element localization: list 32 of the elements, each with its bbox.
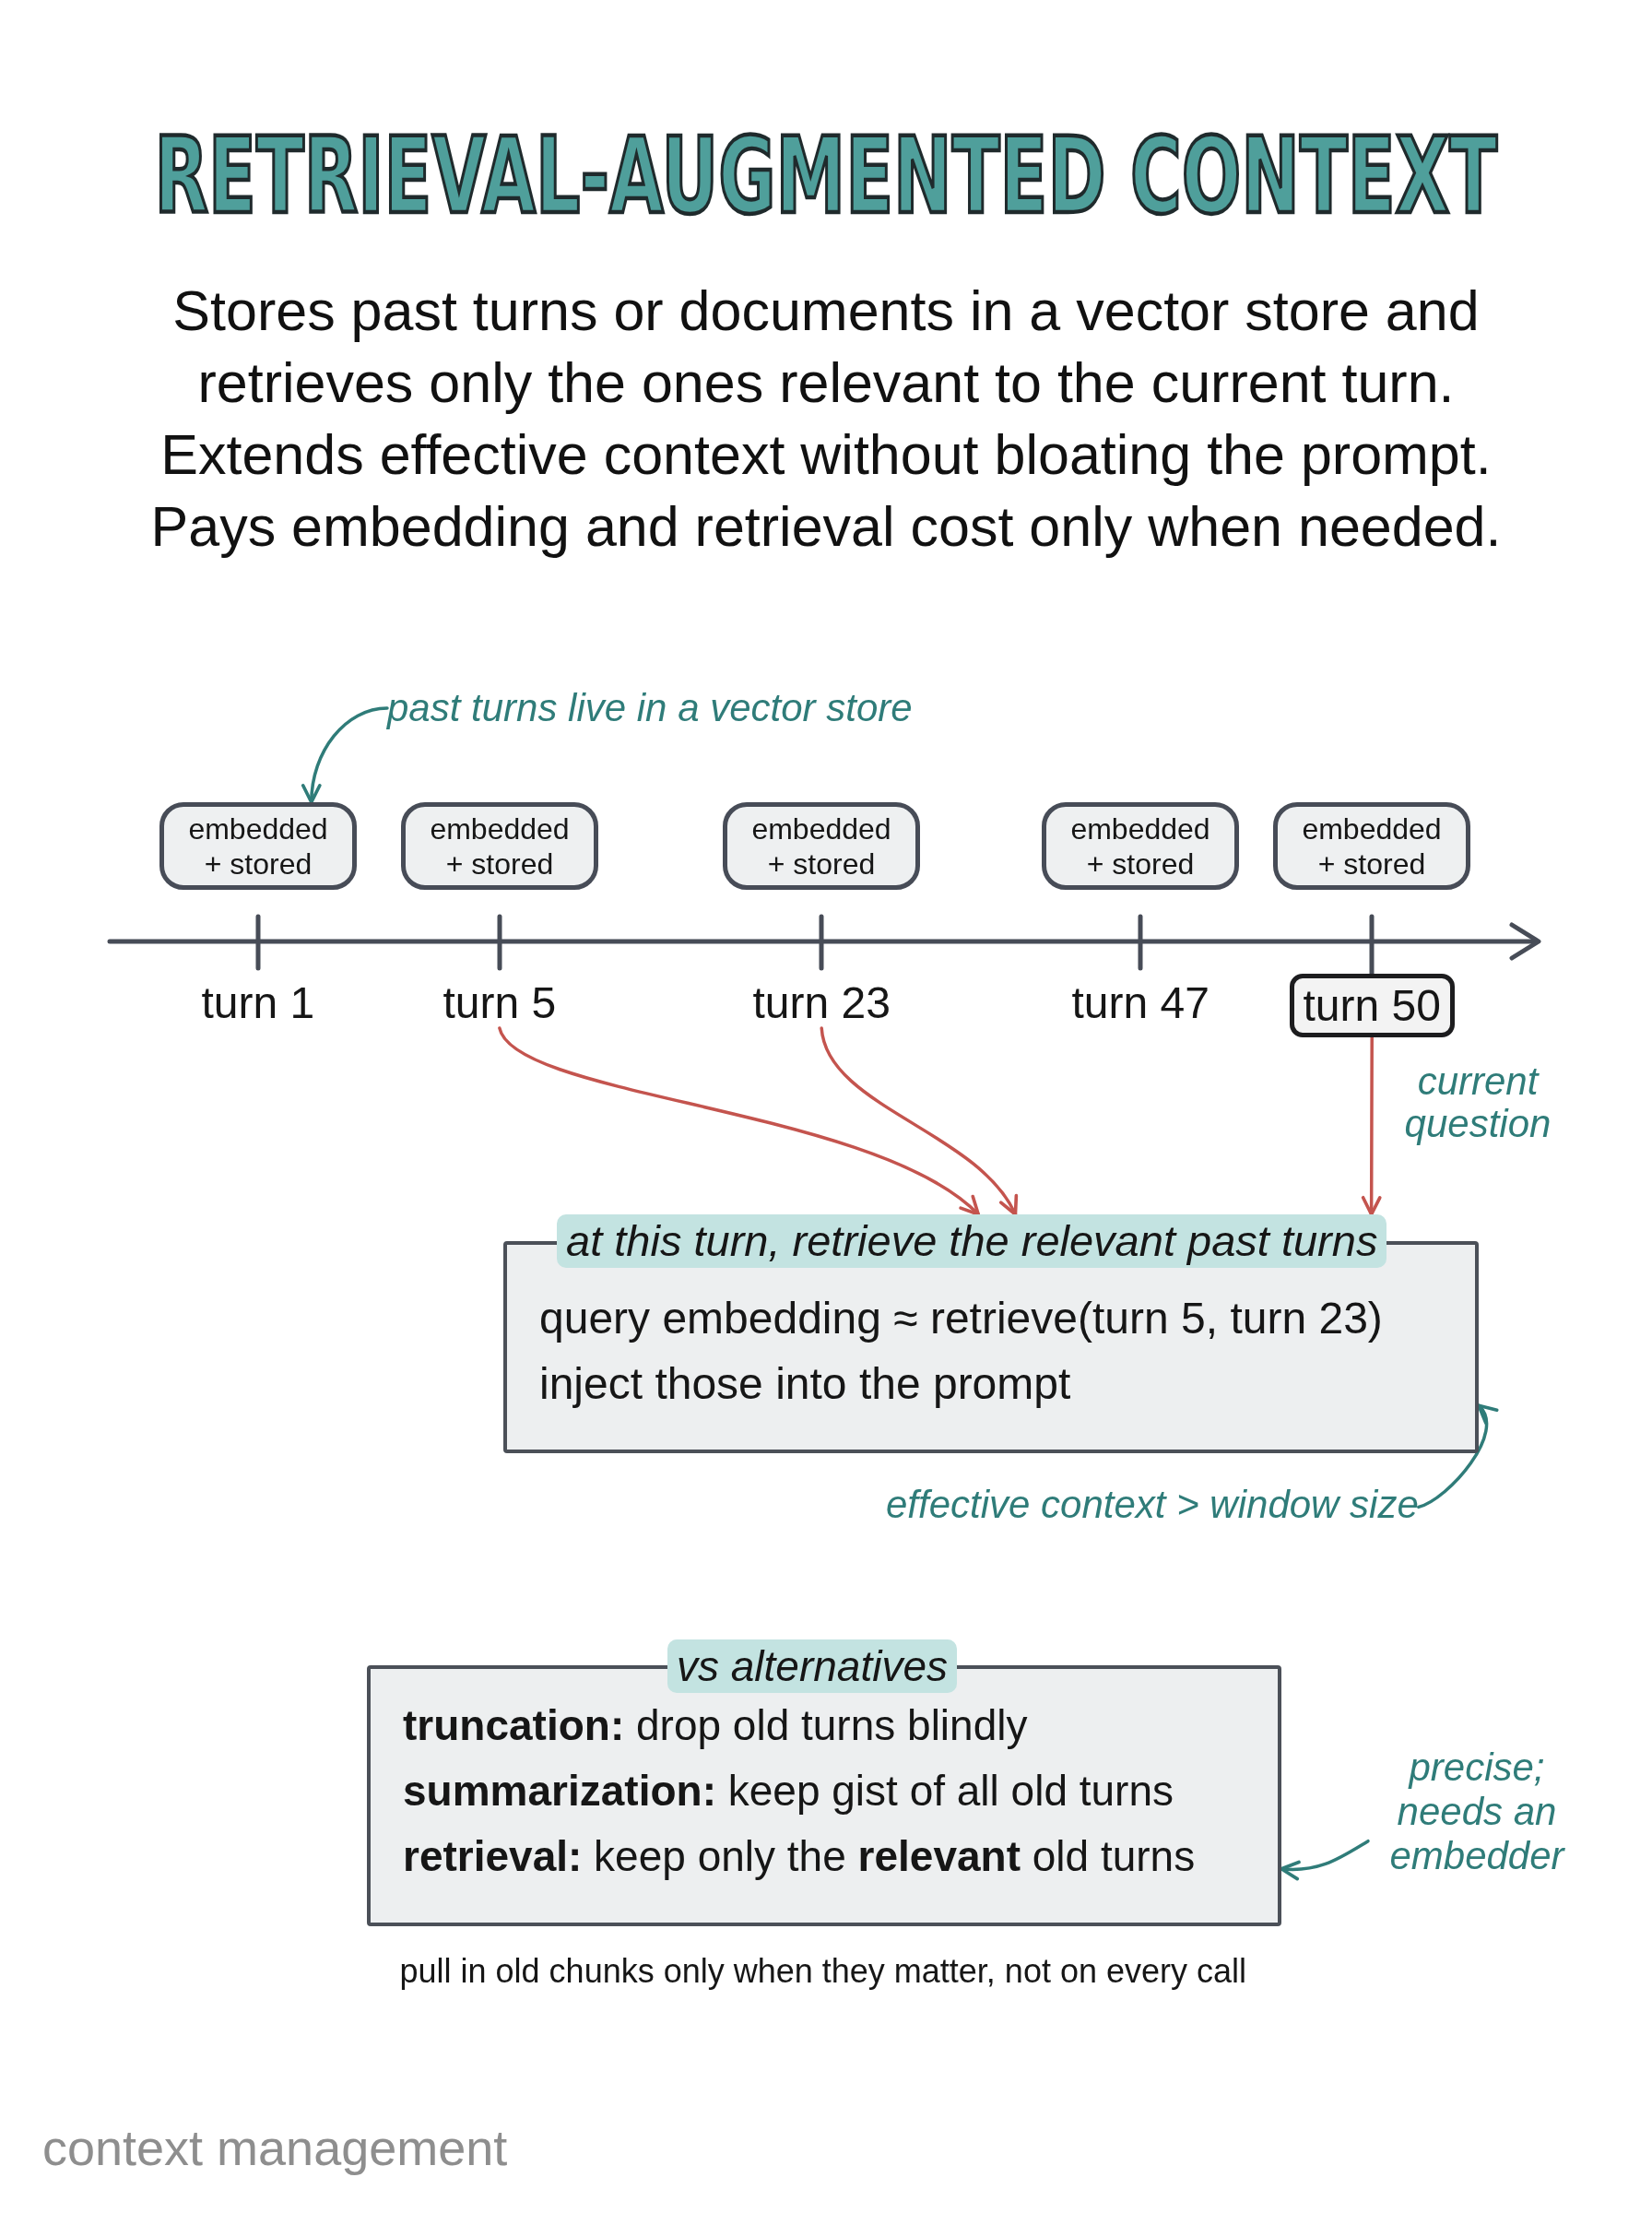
panel-heading: vs alternatives	[667, 1639, 957, 1693]
turn-label: turn 5	[442, 977, 557, 1028]
annotation-text: precise; needs an embedder	[1368, 1746, 1586, 1878]
description-text: Stores past turns or documents in a vector store and retrieves only the ones relevant to the current turn. Extends effective context without bloating the prompt. Pays embedding and retrieval cost only when needed.	[149, 278, 1503, 560]
turn-label: turn 23	[752, 977, 891, 1028]
stored-turn-box: embedded + stored	[1273, 802, 1470, 890]
stored-turn-box: embedded + stored	[723, 802, 920, 890]
pointer-arrow	[1417, 1403, 1498, 1509]
panel-text: inject those into the prompt	[539, 1359, 1071, 1409]
turn-label: turn 1	[201, 977, 315, 1028]
pointer-arrow	[301, 706, 389, 804]
stored-turn-box: embedded + stored	[401, 802, 598, 890]
stored-turn-box: embedded + stored	[1042, 802, 1239, 890]
pointer-arrow	[1280, 1839, 1370, 1880]
arrow	[1361, 1035, 1382, 1216]
comparison-text: retrieval: keep only the relevant old turns	[403, 1831, 1196, 1881]
annotation-text: effective context > window size	[886, 1483, 1419, 1527]
curved-arrow	[498, 1026, 981, 1216]
panel-text: query embedding ≈ retrieve(turn 5, turn 23)	[539, 1294, 1383, 1343]
stored-turn-box: embedded + stored	[159, 802, 357, 890]
panel-heading: at this turn, retrieve the relevant past turns	[557, 1214, 1387, 1268]
annotation-text: past turns live in a vector store	[387, 686, 913, 730]
footer-text: context management	[42, 2119, 508, 2176]
curved-arrow	[820, 1026, 1018, 1216]
note-text: pull in old chunks only when they matter, not on every call	[399, 1952, 1246, 1991]
comparison-text: truncation: drop old turns blindly	[403, 1700, 1028, 1750]
title: RETRIEVAL-AUGMENTED CONTEXT	[154, 124, 1498, 229]
turn-label: turn 47	[1071, 977, 1210, 1028]
comparison-panel	[367, 1639, 1281, 1926]
retrieval-panel	[503, 1214, 1479, 1453]
comparison-text: summarization: keep gist of all old turns	[403, 1766, 1174, 1816]
current-turn-box: turn 50	[1289, 974, 1455, 1037]
